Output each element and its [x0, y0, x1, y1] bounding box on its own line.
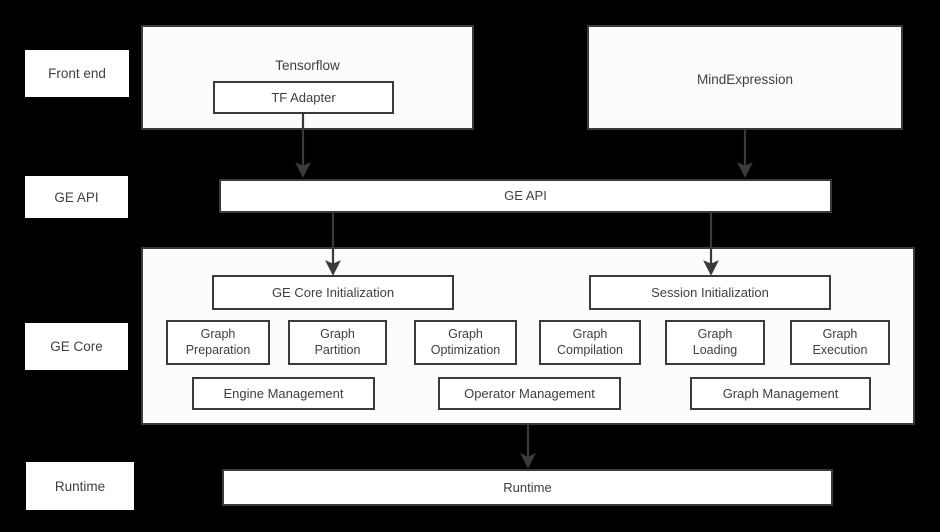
graph-optimization-line2: Optimization	[430, 342, 501, 357]
graph-partition-line1: Graph	[320, 327, 355, 342]
graph-compilation-line1: Graph	[572, 327, 608, 342]
mindexpression-panel[interactable]: MindExpression	[587, 25, 903, 130]
session-initialization-box[interactable]: Session Initialization	[589, 275, 831, 310]
graph-preparation-box[interactable]: Graph Preparation	[166, 320, 270, 365]
graph-optimization-line1: Graph	[448, 327, 483, 342]
graph-preparation-line2: Preparation	[185, 342, 251, 357]
stage-label-front-end: Front end	[25, 50, 129, 97]
stage-label-runtime: Runtime	[26, 462, 134, 510]
runtime-box[interactable]: Runtime	[222, 469, 833, 506]
mindexpression-title: MindExpression	[696, 72, 794, 87]
graph-optimization-box[interactable]: Graph Optimization	[414, 320, 517, 365]
tf-adapter-box[interactable]: TF Adapter	[213, 81, 394, 114]
graph-management-box[interactable]: Graph Management	[690, 377, 871, 410]
graph-loading-line1: Graph	[697, 327, 733, 342]
stage-label-ge-core: GE Core	[25, 323, 128, 370]
graph-partition-box[interactable]: Graph Partition	[288, 320, 387, 365]
graph-partition-line2: Partition	[314, 342, 361, 357]
graph-execution-line1: Graph	[822, 327, 858, 342]
graph-compilation-box[interactable]: Graph Compilation	[539, 320, 641, 365]
tensorflow-panel[interactable]: Tensorflow	[141, 25, 474, 130]
graph-preparation-line1: Graph	[200, 327, 236, 342]
tensorflow-title: Tensorflow	[275, 58, 340, 73]
operator-management-box[interactable]: Operator Management	[438, 377, 621, 410]
ge-core-initialization-box[interactable]: GE Core Initialization	[212, 275, 454, 310]
graph-execution-box[interactable]: Graph Execution	[790, 320, 890, 365]
engine-management-box[interactable]: Engine Management	[192, 377, 375, 410]
ge-api-box[interactable]: GE API	[219, 179, 832, 213]
graph-execution-line2: Execution	[812, 342, 868, 357]
graph-compilation-line2: Compilation	[556, 342, 623, 357]
graph-loading-box[interactable]: Graph Loading	[665, 320, 765, 365]
graph-loading-line2: Loading	[692, 342, 738, 357]
stage-label-ge-api: GE API	[25, 176, 128, 218]
